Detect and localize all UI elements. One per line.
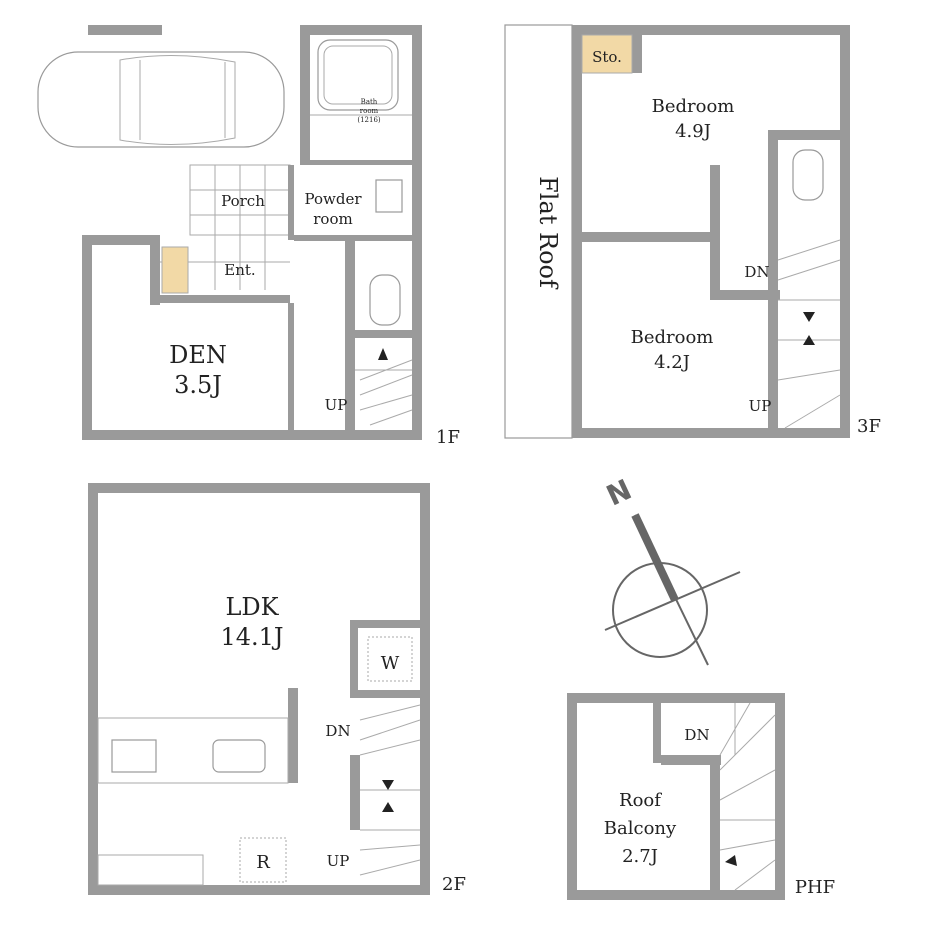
stairs-phf (719, 702, 776, 891)
bath-label: Bath (361, 98, 378, 106)
porch-label: Porch (221, 192, 265, 210)
sink-icon (212, 739, 266, 773)
stair-dn-label: DN (325, 722, 350, 740)
floor-2f: W R LDK 14.1J DN UP 2F (88, 483, 466, 895)
bathtub-icon (317, 39, 399, 111)
toilet-icon (369, 274, 401, 326)
balcony-size: 2.7J (622, 846, 658, 867)
stair-arrow-icon (725, 855, 737, 866)
balcony-label: Balcony (604, 818, 677, 839)
wall (88, 25, 162, 35)
north-label: N (601, 473, 636, 513)
floor-label: PHF (795, 877, 835, 898)
kitchen-counter (97, 717, 289, 784)
ldk-label: LDK (225, 593, 279, 621)
shoe-storage (161, 246, 189, 294)
storage-box (581, 34, 633, 74)
bath-label: room (360, 107, 379, 115)
stairs-1f (355, 348, 413, 426)
compass-icon: N (601, 473, 741, 666)
stair-dn-label: DN (684, 726, 709, 744)
floor-label: 3F (857, 416, 881, 437)
powder-label: room (313, 210, 352, 228)
stair-dn-label: DN (744, 263, 769, 281)
stairs-3f (777, 239, 841, 429)
floor-label: 1F (436, 427, 460, 448)
toilet-icon (792, 149, 824, 201)
floor-label: 2F (442, 874, 466, 895)
car-icon (37, 51, 285, 148)
balcony-label: Roof (619, 790, 662, 811)
bedroom-label: Bedroom (631, 327, 714, 348)
stair-arrows-icon (382, 780, 394, 812)
porch-tiles (160, 164, 291, 290)
stair-arrows-icon (803, 312, 815, 345)
den-size: 3.5J (174, 371, 222, 399)
stair-label: UP (325, 396, 348, 414)
entrance-label: Ent. (224, 261, 255, 279)
bath-size: (1216) (357, 116, 381, 124)
storage-label: Sto. (592, 48, 622, 66)
ldk-size: 14.1J (220, 623, 283, 651)
up-arrow-icon (378, 348, 388, 360)
fridge-label: R (256, 852, 270, 873)
stair-up-label: UP (327, 852, 350, 870)
bedroom-size: 4.2J (654, 352, 690, 373)
den-label: DEN (169, 341, 227, 369)
fridge-space (239, 837, 287, 883)
stairs-2f (359, 704, 421, 876)
floor-1f: Bath room (1216) Porch Powder room (37, 25, 460, 448)
bedroom-label: Bedroom (652, 96, 735, 117)
flat-roof-label: Flat Roof (534, 176, 562, 290)
stair-up-label: UP (749, 397, 772, 415)
stove-icon (111, 739, 157, 773)
bedroom-size: 4.9J (675, 121, 711, 142)
washer-label: W (381, 653, 400, 674)
floor-phf: DN Roof Balcony 2.7J PHF (567, 693, 835, 900)
washer-space (367, 636, 413, 682)
floor-3f: Flat Roof Sto. Bedroom 4.9J Bedroom 4.2J… (504, 24, 881, 439)
powder-label: Powder (304, 190, 362, 208)
sink-icon (375, 179, 403, 213)
